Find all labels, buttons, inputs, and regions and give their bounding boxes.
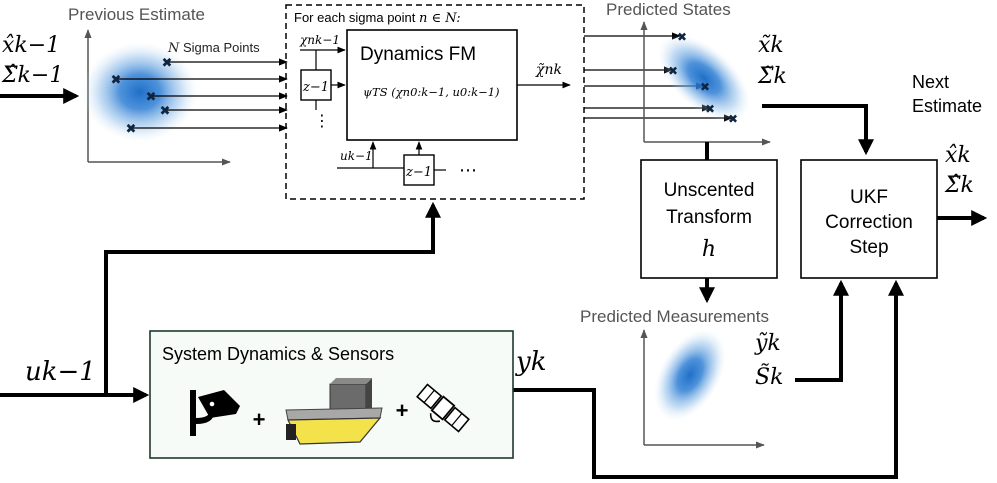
sigma-point-marker-2: ✖ xyxy=(111,72,122,87)
pred-point-4: ✖ xyxy=(705,102,715,116)
zinv-box-bottom xyxy=(403,154,435,186)
unscented-transform-block: Unscented Transform h xyxy=(640,159,778,279)
predicted-states-label: Predicted States xyxy=(606,0,731,19)
sigma-point-arrows: ✖ ✖ ✖ ✖ ✖ xyxy=(111,55,288,136)
vessel-cabin-side xyxy=(366,378,372,416)
predicted-measurements-label: Predicted Measurements xyxy=(580,307,769,326)
sigma-loop-border xyxy=(285,4,585,200)
zinv-bottom-label: z−1 xyxy=(405,165,432,180)
sigma-points-text: Sigma Points xyxy=(183,40,260,55)
n-symbol: N xyxy=(167,41,180,56)
unscented-transform-box xyxy=(640,159,778,279)
pred-point-2: ✖ xyxy=(668,64,678,78)
predicted-measurements-plot: Predicted Measurements xyxy=(580,307,769,449)
previous-estimate-plot: Previous Estimate xyxy=(68,5,231,166)
satellite-panel-right-grid xyxy=(451,413,463,427)
dynamics-fm-title: Dynamics FM xyxy=(360,44,476,65)
u-inner-label: uk−1 xyxy=(340,149,373,163)
fm-output-label: χ̃nk xyxy=(535,62,562,78)
camera-body xyxy=(198,390,240,418)
next-label-line2: Estimate xyxy=(912,96,982,116)
u-to-loop-path xyxy=(104,201,441,395)
sigma-loop-box: For each sigma point n ∈ N: χnk−1 z−1 ⋮ … xyxy=(285,4,585,200)
camera-icon xyxy=(190,390,240,436)
satellite-icon xyxy=(416,383,470,433)
sigma-loop-header-text: For each sigma point xyxy=(294,10,416,25)
vessel-cabin-roof xyxy=(330,378,372,384)
u-label: uk−1 xyxy=(25,357,96,387)
satellite-panel-left-grid xyxy=(423,389,435,403)
sigma-point-marker-5: ✖ xyxy=(126,121,137,136)
meas-to-ukf-path xyxy=(795,279,849,382)
out-x-hat: x̂k xyxy=(945,143,971,168)
plus-sign-2: + xyxy=(396,398,409,423)
ut-h: h xyxy=(702,237,716,262)
plus-sign-1: + xyxy=(253,407,266,432)
vessel-thruster xyxy=(286,424,296,440)
previous-estimate-input: x̂k−1 Σ̂k−1 xyxy=(0,33,80,104)
pred-x-tilde: x̃k xyxy=(758,33,784,58)
dynamics-fm-box xyxy=(346,29,518,141)
ukf-line3: Step xyxy=(849,237,888,258)
ukf-correction-block: UKF Correction Step xyxy=(800,159,938,279)
zinv-left-label: z−1 xyxy=(302,80,329,95)
next-label-line1: Next xyxy=(912,72,949,92)
ut-line2: Transform xyxy=(666,207,752,228)
camera-mount-post xyxy=(190,390,196,436)
sigma-point-marker-4: ✖ xyxy=(160,103,171,118)
prev-x-hat: x̂k−1 xyxy=(2,33,60,58)
previous-estimate-label: Previous Estimate xyxy=(68,5,205,24)
pred-gaussian-blob xyxy=(657,34,751,122)
sigma-point-marker-1: ✖ xyxy=(162,55,173,70)
satellite-body xyxy=(430,395,456,421)
meas-y-tilde: ỹk xyxy=(754,331,781,356)
yk-to-ukf-path xyxy=(513,279,904,479)
system-dynamics-title: System Dynamics & Sensors xyxy=(162,344,394,364)
camera-arm xyxy=(196,405,214,424)
meas-s-tilde: S̃k xyxy=(755,364,783,390)
pred-point-5: ✖ xyxy=(728,112,738,126)
sigma-loop-header: For each sigma point n ∈ N: xyxy=(294,10,461,26)
prev-sigma-hat: Σ̂k−1 xyxy=(1,63,63,88)
horizontal-dots: ⋯ xyxy=(459,160,477,180)
n-sigma-points-label: N Sigma Points xyxy=(167,40,260,56)
ukf-line1: UKF xyxy=(850,187,888,208)
ukf-correction-box xyxy=(800,159,938,279)
vessel-icon xyxy=(285,378,383,445)
dynamics-fm-formula: ψTS (χn0:k−1, u0:k−1) xyxy=(363,85,500,99)
sigma-loop-header-math: n ∈ N: xyxy=(419,11,461,26)
chi-input-label: χnk−1 xyxy=(299,33,340,47)
sigma-point-marker-3: ✖ xyxy=(146,89,157,104)
predicted-states-plot: Predicted States ✖ ✖ ✖ ✖ ✖ xyxy=(606,0,771,146)
ut-line1: Unscented xyxy=(664,180,755,201)
pred-to-ukf-path xyxy=(762,104,874,156)
satellite-dish xyxy=(429,413,441,423)
pred-point-3: ✖ xyxy=(700,80,710,94)
pred-sigma-tilde: Σ̃k xyxy=(757,64,787,89)
pred-point-1: ✖ xyxy=(677,30,687,44)
meas-gaussian-blob xyxy=(653,329,727,421)
system-dynamics-block: System Dynamics & Sensors + + xyxy=(149,330,514,459)
prev-gaussian-blob xyxy=(82,42,198,142)
camera-lens-dot xyxy=(209,401,215,407)
ukf-line2: Correction xyxy=(825,212,913,233)
out-sigma-hat: Σ̂k xyxy=(944,173,974,198)
vertical-dots: ⋮ xyxy=(314,113,330,130)
yk-label: yk xyxy=(515,347,546,377)
